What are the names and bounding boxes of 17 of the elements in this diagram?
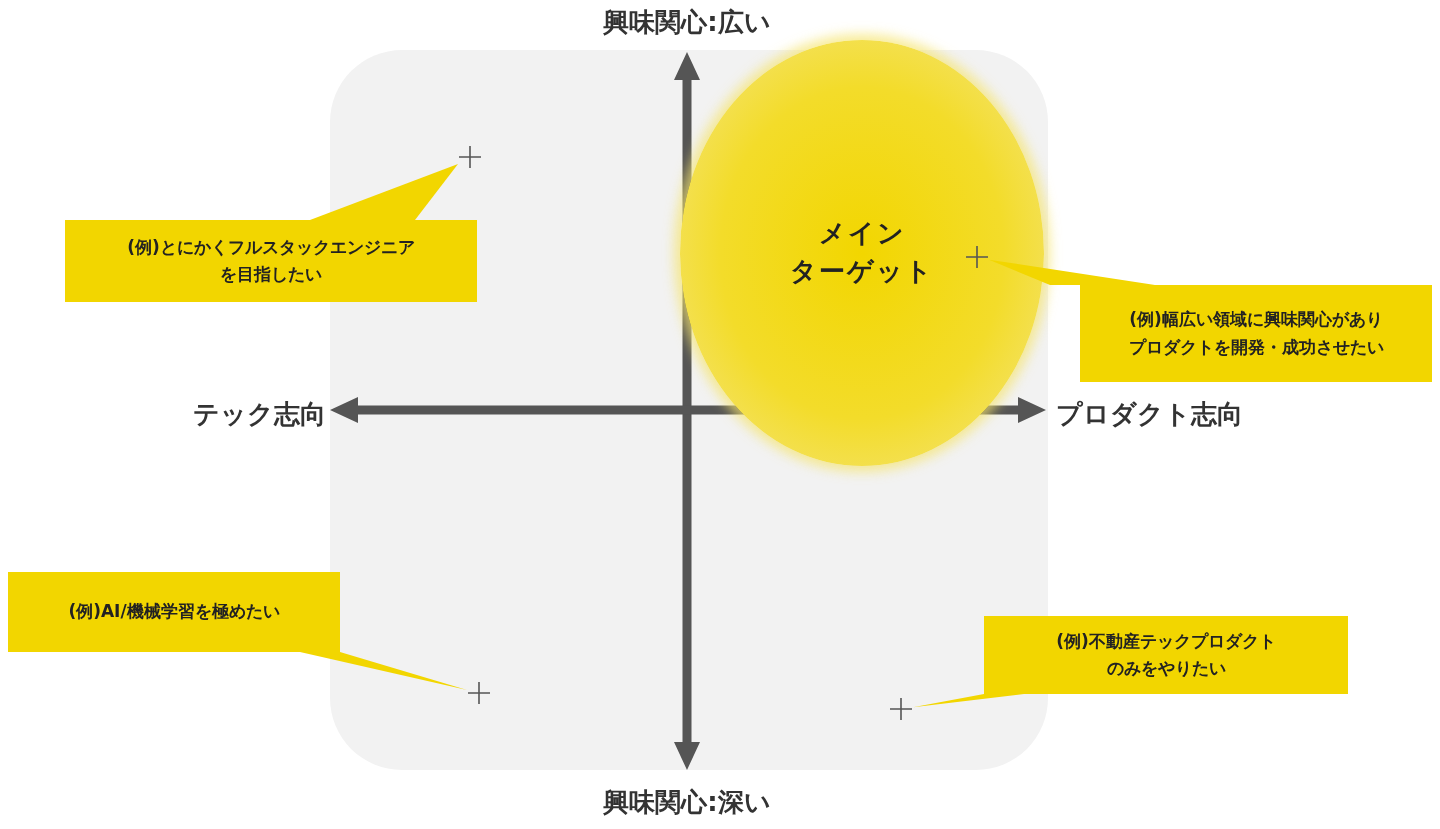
callout-text: (例)AI/機械学習を極めたい	[68, 600, 280, 624]
axis-label: 興味関心:広い	[602, 6, 772, 39]
plus-mark	[889, 697, 913, 721]
target-text: メイン	[818, 217, 906, 251]
callout-tail	[989, 259, 1155, 285]
callout-text: (例)不動産テックプロダクトのみをやりたい	[1055, 629, 1277, 680]
plus-mark	[467, 681, 491, 705]
callout-text: (例)とにかくフルスタックエンジニアを目指したい	[126, 235, 416, 286]
axis-label: プロダクト志向	[1056, 398, 1244, 431]
target-text: ターゲット	[790, 255, 934, 288]
plus-mark	[965, 245, 989, 269]
axis-label: テック志向	[192, 398, 326, 431]
plus-mark	[458, 145, 482, 169]
callout-tail	[310, 164, 458, 220]
callout-tail	[300, 652, 467, 690]
callout-text: (例)幅広い領域に興味関心がありプロダクトを開発・成功させたい	[1127, 308, 1385, 359]
axis-label: 興味関心:深い	[602, 786, 772, 819]
